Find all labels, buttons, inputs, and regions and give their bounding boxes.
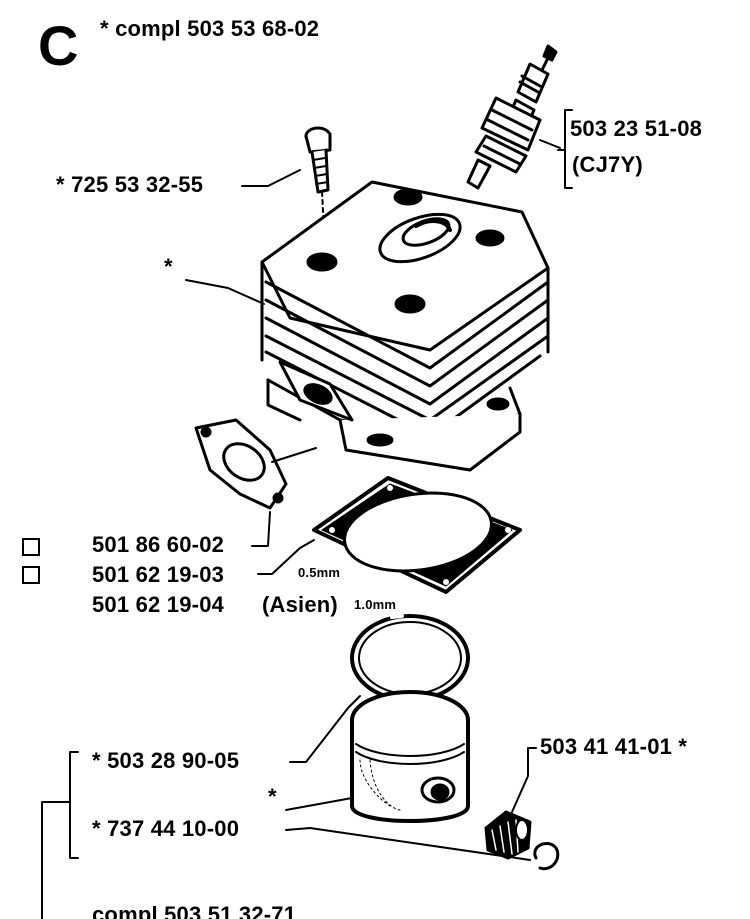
- piston-ring: [350, 614, 470, 702]
- base-gasket: [312, 476, 522, 594]
- checkbox-icon: [22, 538, 40, 556]
- cylinder-bolt: [304, 126, 332, 231]
- piston: [350, 690, 470, 823]
- piston-star: *: [268, 784, 277, 809]
- bottom-assembly-part-number: compl 503 51 32-71: [92, 902, 297, 919]
- section-letter: C: [38, 14, 79, 77]
- intake-gasket: [194, 418, 317, 510]
- assembly-part-number: * compl 503 53 68-02: [100, 16, 320, 41]
- thickness-a: 0.5mm: [298, 565, 341, 580]
- spark-plug: [466, 44, 558, 190]
- thickness-b: 1.0mm: [354, 597, 397, 612]
- spark-plug-type: (CJ7Y): [572, 152, 643, 177]
- checkbox-icon: [22, 566, 40, 584]
- region-label-asien: (Asien): [262, 592, 338, 617]
- needle-bearing-part-number: 503 41 41-01 *: [540, 734, 688, 759]
- cylinder-star: *: [164, 254, 173, 279]
- circlip: [533, 842, 560, 871]
- piston-ring-part-number: * 503 28 90-05: [92, 748, 240, 773]
- spark-plug-part-number: 503 23 51-08: [570, 116, 703, 141]
- piston-pin-part-number: * 737 44 10-00: [92, 816, 240, 841]
- base-gasket-part-number-a: 501 62 19-03: [92, 562, 225, 587]
- bolt-part-number: * 725 53 32-55: [56, 172, 204, 197]
- intake-gasket-part-number: 501 86 60-02: [92, 532, 225, 557]
- needle-bearing: [484, 810, 532, 860]
- cylinder: [260, 180, 550, 472]
- base-gasket-part-number-b: 501 62 19-04: [92, 592, 225, 617]
